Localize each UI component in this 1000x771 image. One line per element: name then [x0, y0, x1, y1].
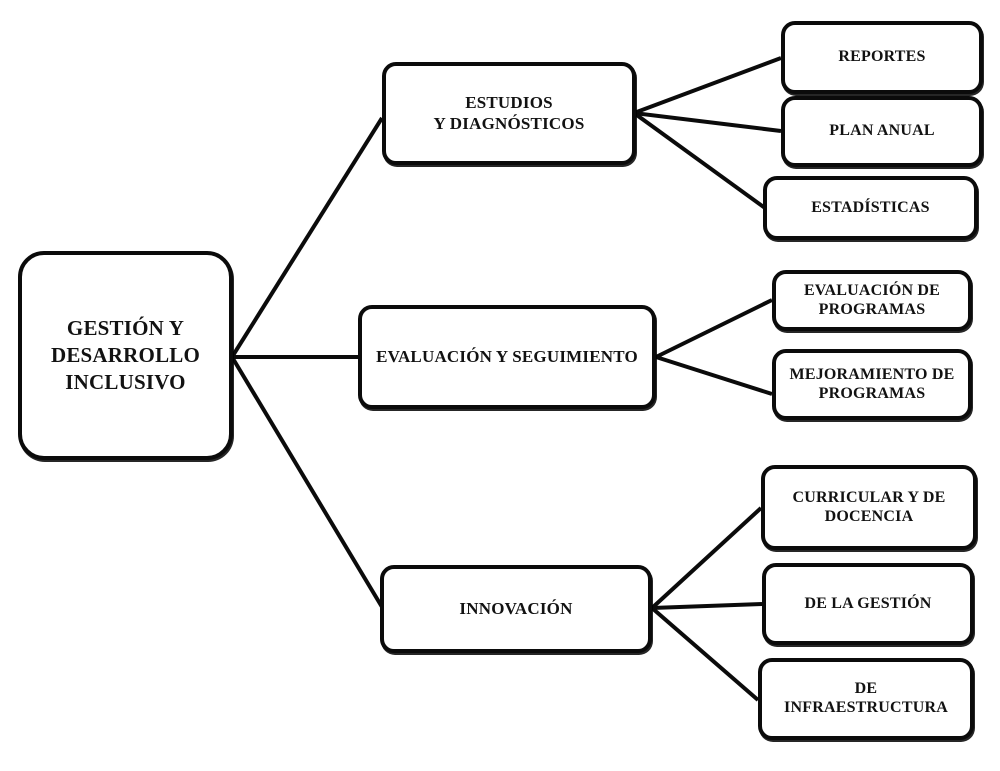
node-evaluacion-label: EVALUACIÓN Y SEGUIMIENTO: [376, 346, 638, 366]
node-estudios-y-diagnosticos[interactable]: ESTUDIOS Y DIAGNÓSTICOS: [382, 62, 636, 165]
node-innovacion-label: INNOVACIÓN: [459, 598, 573, 618]
edge-innovacion-to-infraestructura: [650, 606, 760, 702]
edge-evaluacion-to-mejoramiento-programas: [655, 355, 773, 396]
node-de-infraestructura-label: DE INFRAESTRUCTURA: [784, 680, 948, 716]
node-root-label: GESTIÓN Y DESARROLLO INCLUSIVO: [50, 315, 201, 395]
node-estudios-label: ESTUDIOS Y DIAGNÓSTICOS: [433, 93, 585, 133]
edge-innovacion-to-gestion: [651, 602, 763, 610]
node-evaluacion-y-seguimiento[interactable]: EVALUACIÓN Y SEGUIMIENTO: [358, 305, 656, 409]
node-mejoramiento-de-programas[interactable]: MEJORAMIENTO DE PROGRAMAS: [772, 349, 972, 420]
node-curricular-y-de-docencia[interactable]: CURRICULAR Y DE DOCENCIA: [761, 465, 977, 550]
node-estadisticas-label: ESTADÍSTICAS: [811, 198, 930, 216]
node-plan-anual-label: PLAN ANUAL: [829, 122, 935, 140]
node-mejoramiento-programas-label: MEJORAMIENTO DE PROGRAMAS: [789, 365, 955, 402]
node-innovacion[interactable]: INNOVACIÓN: [380, 565, 652, 653]
node-de-infraestructura[interactable]: DE INFRAESTRUCTURA: [758, 658, 974, 740]
edge-estudios-to-plan-anual: [633, 111, 782, 133]
node-reportes-label: REPORTES: [838, 48, 926, 66]
node-plan-anual[interactable]: PLAN ANUAL: [781, 96, 983, 167]
edge-estudios-to-estadisticas: [632, 111, 767, 210]
node-evaluacion-de-programas[interactable]: EVALUACIÓN DE PROGRAMAS: [772, 270, 972, 331]
node-evaluacion-programas-label: EVALUACIÓN DE PROGRAMAS: [803, 281, 941, 318]
edge-estudios-to-reportes: [633, 56, 782, 115]
edge-evaluacion-to-evaluacion-programas: [655, 298, 773, 359]
node-curricular-label: CURRICULAR Y DE DOCENCIA: [792, 488, 946, 525]
edge-innovacion-to-curricular: [650, 506, 763, 610]
node-reportes[interactable]: REPORTES: [781, 21, 983, 94]
node-estadisticas[interactable]: ESTADÍSTICAS: [763, 176, 978, 240]
node-de-la-gestion-label: DE LA GESTIÓN: [804, 594, 932, 612]
node-de-la-gestion[interactable]: DE LA GESTIÓN: [762, 563, 974, 645]
node-root-gestion-desarrollo-inclusivo[interactable]: GESTIÓN Y DESARROLLO INCLUSIVO: [18, 251, 233, 460]
